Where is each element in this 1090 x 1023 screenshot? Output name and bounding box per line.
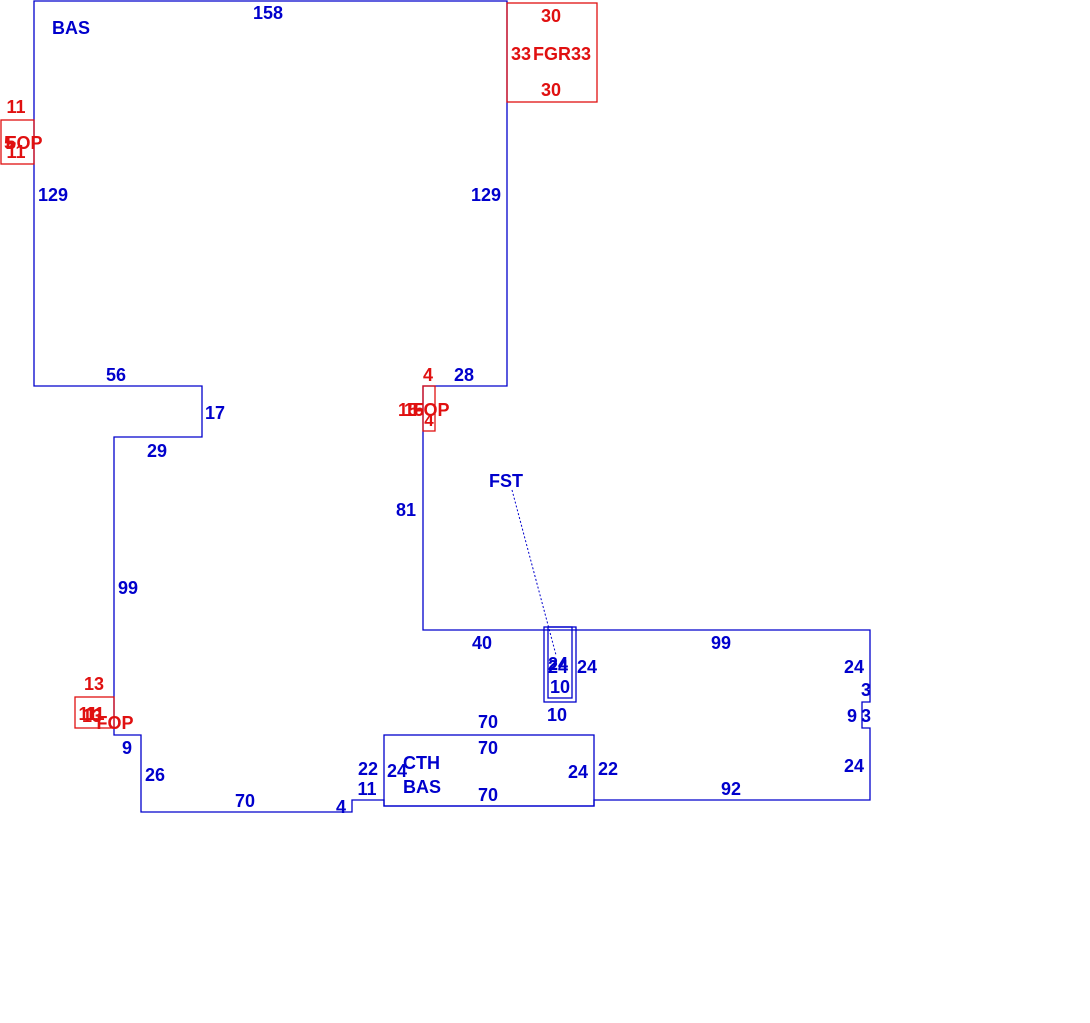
fop-mid-outline bbox=[422, 385, 436, 432]
fop-bottom-label: FOP bbox=[96, 713, 133, 733]
dim-cth-70-bottom: 70 bbox=[478, 785, 498, 805]
fop-left-dim-b: 5 bbox=[6, 133, 16, 153]
fop-left-label: FOP bbox=[5, 133, 42, 153]
dim-70-bottom: 70 bbox=[235, 791, 255, 811]
fop-bottom-dim-top: 13 bbox=[84, 674, 104, 694]
dim-56: 56 bbox=[106, 365, 126, 385]
fop-bottom-dim-c: 13 bbox=[82, 706, 102, 726]
fgr-label: FGR bbox=[533, 44, 571, 64]
dim-east-3-b: 3 bbox=[861, 706, 871, 726]
dim-9-sw: 9 bbox=[122, 738, 132, 758]
fop-mid-dim-bottom: 4 bbox=[424, 411, 434, 430]
dim-11: 11 bbox=[357, 779, 376, 799]
dim-east-24-upper: 24 bbox=[844, 657, 864, 677]
dim-28: 28 bbox=[454, 365, 474, 385]
dim-cth-70-top-out: 70 bbox=[478, 712, 498, 732]
dim-stair-10-inner: 10 bbox=[550, 677, 570, 697]
bas-cth-label: BAS bbox=[403, 777, 441, 797]
dim-99-left: 99 bbox=[118, 578, 138, 598]
fop-bottom-dim-b: 11 bbox=[85, 704, 104, 724]
dim-cth-70-top-in: 70 bbox=[478, 738, 498, 758]
dim-22-left: 22 bbox=[358, 759, 378, 779]
fst-leader-line bbox=[511, 489, 557, 656]
dim-stair-24-c: 24 bbox=[577, 657, 597, 677]
dim-stair-10-bottom: 10 bbox=[547, 705, 567, 725]
fgr-dim-bottom: 30 bbox=[541, 80, 561, 100]
dim-east-24-lower: 24 bbox=[844, 756, 864, 776]
fgr-dim-right: 33 bbox=[571, 44, 591, 64]
fop-mid-label: FOP bbox=[412, 400, 449, 420]
dim-40: 40 bbox=[472, 633, 492, 653]
dim-22-right: 22 bbox=[598, 759, 618, 779]
fgr-dim-top: 30 bbox=[541, 6, 561, 26]
dim-29: 29 bbox=[147, 441, 167, 461]
fgr-outline bbox=[506, 2, 598, 103]
dim-99-right: 99 bbox=[711, 633, 731, 653]
dim-right-wall: 129 bbox=[471, 185, 501, 205]
fop-mid-dim-top: 4 bbox=[423, 365, 433, 385]
fop-bottom-outline bbox=[74, 696, 115, 729]
bas-main-label: BAS bbox=[52, 18, 90, 38]
dim-cth-24-right: 24 bbox=[568, 762, 588, 782]
bas-main-outline bbox=[33, 0, 871, 813]
dim-left-wall: 129 bbox=[38, 185, 68, 205]
fop-mid-dim-right: 15 bbox=[404, 400, 424, 420]
dim-east-3-a: 3 bbox=[861, 680, 871, 700]
cth-label: CTH bbox=[403, 753, 440, 773]
dim-81: 81 bbox=[396, 500, 416, 520]
stair-inner-outline bbox=[547, 626, 573, 699]
fop-left-outline bbox=[0, 119, 35, 165]
dim-east-9: 9 bbox=[847, 706, 857, 726]
dim-stair-24-b: 24 bbox=[548, 657, 568, 677]
dim-cth-24-left: 24 bbox=[387, 761, 407, 781]
dim-4-step: 4 bbox=[336, 797, 346, 817]
dim-top: 158 bbox=[253, 3, 283, 23]
cth-outline bbox=[383, 734, 595, 807]
fop-left-dim-top: 11 bbox=[6, 97, 25, 117]
fst-label: FST bbox=[489, 471, 523, 491]
fgr-dim-left: 33 bbox=[511, 44, 531, 64]
fop-left-dim-bottom: 11 bbox=[6, 142, 25, 162]
fop-bottom-dim-a: 11 bbox=[78, 704, 97, 724]
fop-left-dim-a: 5 bbox=[4, 133, 14, 153]
dim-26: 26 bbox=[145, 765, 165, 785]
fop-mid-dim-left: 15 bbox=[398, 400, 418, 420]
dim-stair-24-a: 24 bbox=[548, 654, 568, 674]
dim-92: 92 bbox=[721, 779, 741, 799]
dim-17: 17 bbox=[205, 403, 225, 423]
